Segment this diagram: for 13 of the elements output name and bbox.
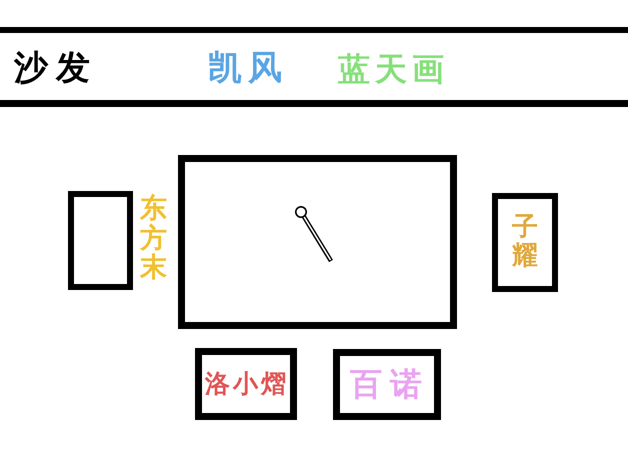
name-label: 凯风 (208, 51, 288, 85)
chair-box (68, 191, 133, 290)
name-label: 蓝天画 (338, 53, 449, 85)
chair-box (333, 349, 441, 420)
sofa-band (0, 27, 628, 107)
name-label: 洛小熠 (205, 371, 289, 396)
name-label: 子耀 (512, 213, 538, 270)
name-label: 东方末 (140, 194, 167, 284)
name-label: 百诺 (350, 368, 430, 400)
sofa-label: 沙发 (14, 51, 98, 85)
chair-box (195, 348, 297, 420)
chair-box (492, 193, 558, 292)
table-box (178, 155, 457, 329)
